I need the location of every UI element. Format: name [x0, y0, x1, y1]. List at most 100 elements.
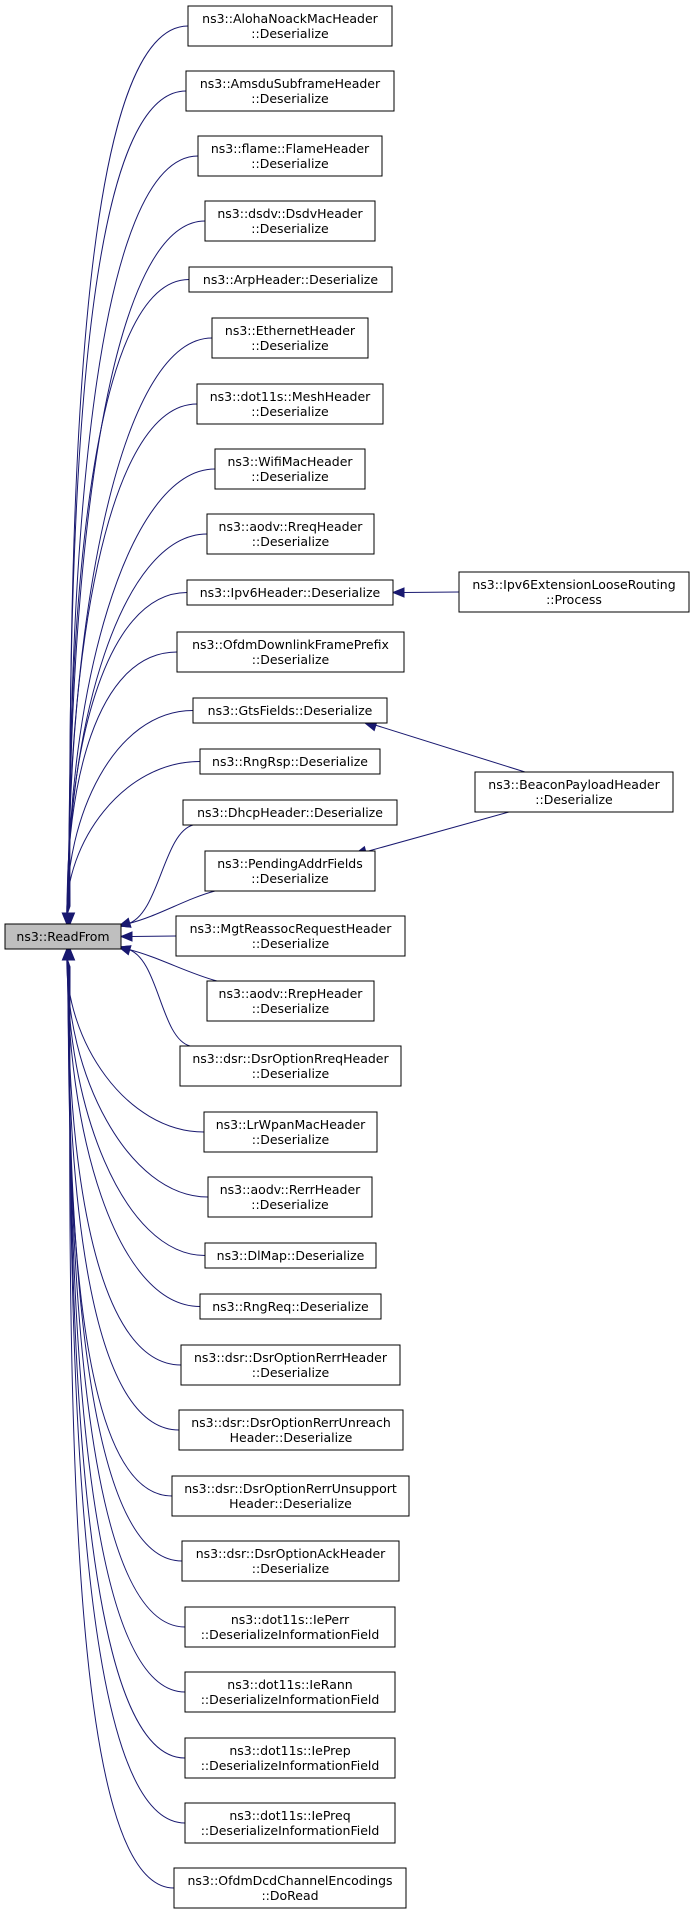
node-label: ns3::BeaconPayloadHeader — [488, 777, 660, 792]
node-box — [176, 631, 405, 673]
node-label: ::Process — [546, 592, 602, 607]
node-amsdu[interactable]: ns3::AmsduSubframeHeader::Deserialize — [185, 70, 395, 112]
edge-ipv6loose-ipv6 — [403, 591, 460, 593]
node-rrep[interactable]: ns3::aodv::RrepHeader::Deserialize — [206, 980, 375, 1022]
node-rngreq[interactable]: ns3::RngReq::Deserialize — [199, 1293, 382, 1320]
node-label: ::DeserializeInformationField — [201, 1758, 380, 1773]
edge-rreq — [67, 533, 208, 913]
node-label: ::Deserialize — [252, 1066, 330, 1081]
node-label: ns3::LrWpanMacHeader — [216, 1117, 366, 1132]
node-label: ns3::aodv::RrepHeader — [219, 986, 364, 1001]
node-ofdmdl[interactable]: ns3::OfdmDownlinkFramePrefix::Deserializ… — [176, 631, 405, 673]
node-lrwpan[interactable]: ns3::LrWpanMacHeader::Deserialize — [203, 1111, 378, 1153]
node-rngrsp[interactable]: ns3::RngRsp::Deserialize — [199, 748, 381, 775]
node-readfrom[interactable]: ns3::ReadFrom — [4, 923, 122, 950]
node-label: ::Deserialize — [535, 792, 613, 807]
node-label: ns3::dsr::DsrOptionRreqHeader — [192, 1051, 389, 1066]
node-aloha[interactable]: ns3::AlohaNoackMacHeader::Deserialize — [187, 5, 393, 47]
edge-dsrunreach — [67, 961, 180, 1431]
node-box — [214, 448, 366, 490]
node-box — [199, 1293, 382, 1320]
node-label: ns3::OfdmDownlinkFramePrefix — [192, 637, 389, 652]
node-box — [175, 915, 406, 957]
node-label: ::Deserialize — [252, 1561, 330, 1576]
node-box — [182, 799, 398, 826]
node-label: ns3::dot11s::IePrep — [229, 1743, 350, 1758]
node-label: ::DeserializeInformationField — [201, 1692, 380, 1707]
node-box — [192, 697, 388, 724]
node-box — [206, 513, 375, 555]
node-label: ns3::dsr::DsrOptionRerrUnsupport — [184, 1481, 397, 1496]
arrowhead-ipv6loose-ipv6 — [391, 587, 405, 598]
node-box — [204, 850, 376, 892]
node-mgtreassoc[interactable]: ns3::MgtReassocRequestHeader::Deserializ… — [175, 915, 406, 957]
edge-rrep — [126, 948, 218, 982]
node-label: ns3::dot11s::IeRann — [227, 1677, 352, 1692]
node-label: ::Deserialize — [251, 871, 329, 886]
node-label: ns3::OfdmDcdChannelEncodings — [187, 1873, 392, 1888]
node-box — [474, 771, 674, 813]
node-dsrunreach[interactable]: ns3::dsr::DsrOptionRerrUnreachHeader::De… — [178, 1409, 404, 1451]
node-flame[interactable]: ns3::flame::FlameHeader::Deserialize — [197, 135, 383, 177]
node-label: ns3::RngRsp::Deserialize — [212, 754, 368, 769]
node-label: ns3::dsr::DsrOptionRerrUnreach — [191, 1415, 391, 1430]
node-gts[interactable]: ns3::GtsFields::Deserialize — [192, 697, 388, 724]
node-dlmap[interactable]: ns3::DlMap::Deserialize — [204, 1242, 377, 1269]
node-rerr[interactable]: ns3::aodv::RerrHeader::Deserialize — [207, 1176, 373, 1218]
node-box — [188, 266, 393, 293]
node-label: ::Deserialize — [252, 936, 330, 951]
node-box — [206, 980, 375, 1022]
node-rreq[interactable]: ns3::aodv::RreqHeader::Deserialize — [206, 513, 375, 555]
node-label: ns3::Ipv6ExtensionLooseRouting — [472, 577, 675, 592]
node-layer: ns3::ReadFrom ns3::AlohaNoackMacHeader::D… — [4, 5, 690, 1909]
node-pending[interactable]: ns3::PendingAddrFields::Deserialize — [204, 850, 376, 892]
node-label: ns3::PendingAddrFields — [217, 856, 362, 871]
node-ipv6[interactable]: ns3::Ipv6Header::Deserialize — [186, 579, 394, 606]
node-box — [203, 1111, 378, 1153]
node-ethernet[interactable]: ns3::EthernetHeader::Deserialize — [211, 317, 369, 359]
node-dsrrerr[interactable]: ns3::dsr::DsrOptionRerrHeader::Deseriali… — [180, 1344, 401, 1386]
node-box — [207, 1176, 373, 1218]
arrowhead-rngrsp — [61, 912, 73, 926]
node-box — [4, 923, 122, 950]
node-box — [196, 383, 384, 425]
edge-layer — [61, 25, 526, 1889]
node-label: ns3::DhcpHeader::Deserialize — [197, 805, 383, 820]
edge-mgtreassoc — [131, 935, 177, 937]
arrowhead-dsrrreq — [117, 945, 132, 956]
node-ieprep[interactable]: ns3::dot11s::IePrep::DeserializeInformat… — [184, 1737, 396, 1779]
node-box — [184, 1671, 396, 1713]
node-dsrrreq[interactable]: ns3::dsr::DsrOptionRreqHeader::Deseriali… — [179, 1045, 402, 1087]
node-label: ns3::ReadFrom — [16, 929, 109, 944]
node-mesh[interactable]: ns3::dot11s::MeshHeader::Deserialize — [196, 383, 384, 425]
node-label: ns3::EthernetHeader — [225, 323, 356, 338]
edge-beacon-pending — [364, 811, 510, 853]
edge-dsrrerr — [67, 960, 182, 1366]
node-ierann[interactable]: ns3::dot11s::IeRann::DeserializeInformat… — [184, 1671, 396, 1713]
node-wifimac[interactable]: ns3::WifiMacHeader::Deserialize — [214, 448, 366, 490]
node-label: ns3::dsr::DsrOptionRerrHeader — [194, 1350, 388, 1365]
node-beacon[interactable]: ns3::BeaconPayloadHeader::Deserialize — [474, 771, 674, 813]
node-box — [171, 1475, 410, 1517]
edge-rngrsp — [66, 761, 201, 916]
node-label: ::Deserialize — [251, 91, 329, 106]
node-label: ::Deserialize — [252, 652, 330, 667]
node-label: ns3::aodv::RreqHeader — [219, 519, 364, 534]
node-label: ns3::WifiMacHeader — [227, 454, 353, 469]
edge-rngreq — [67, 959, 201, 1307]
node-box — [181, 1540, 400, 1582]
node-ofdmdcd[interactable]: ns3::OfdmDcdChannelEncodings::DoRead — [173, 1867, 407, 1909]
node-iepreq[interactable]: ns3::dot11s::IePreq::DeserializeInformat… — [184, 1802, 396, 1844]
node-arp[interactable]: ns3::ArpHeader::Deserialize — [188, 266, 393, 293]
node-ieperr[interactable]: ns3::dot11s::IePerr::DeserializeInformat… — [184, 1606, 396, 1648]
node-dsrunsupport[interactable]: ns3::dsr::DsrOptionRerrUnsupportHeader::… — [171, 1475, 410, 1517]
node-label: ns3::dot11s::IePreq — [229, 1808, 350, 1823]
node-dsrack[interactable]: ns3::dsr::DsrOptionAckHeader::Deserializ… — [181, 1540, 400, 1582]
node-ipv6loose[interactable]: ns3::Ipv6ExtensionLooseRouting::Process — [458, 571, 690, 613]
node-dsdv[interactable]: ns3::dsdv::DsdvHeader::Deserialize — [204, 200, 376, 242]
edge-gts — [66, 710, 194, 916]
edge-beacon-gts — [374, 724, 526, 773]
node-box — [184, 1802, 396, 1844]
node-dhcp[interactable]: ns3::DhcpHeader::Deserialize — [182, 799, 398, 826]
